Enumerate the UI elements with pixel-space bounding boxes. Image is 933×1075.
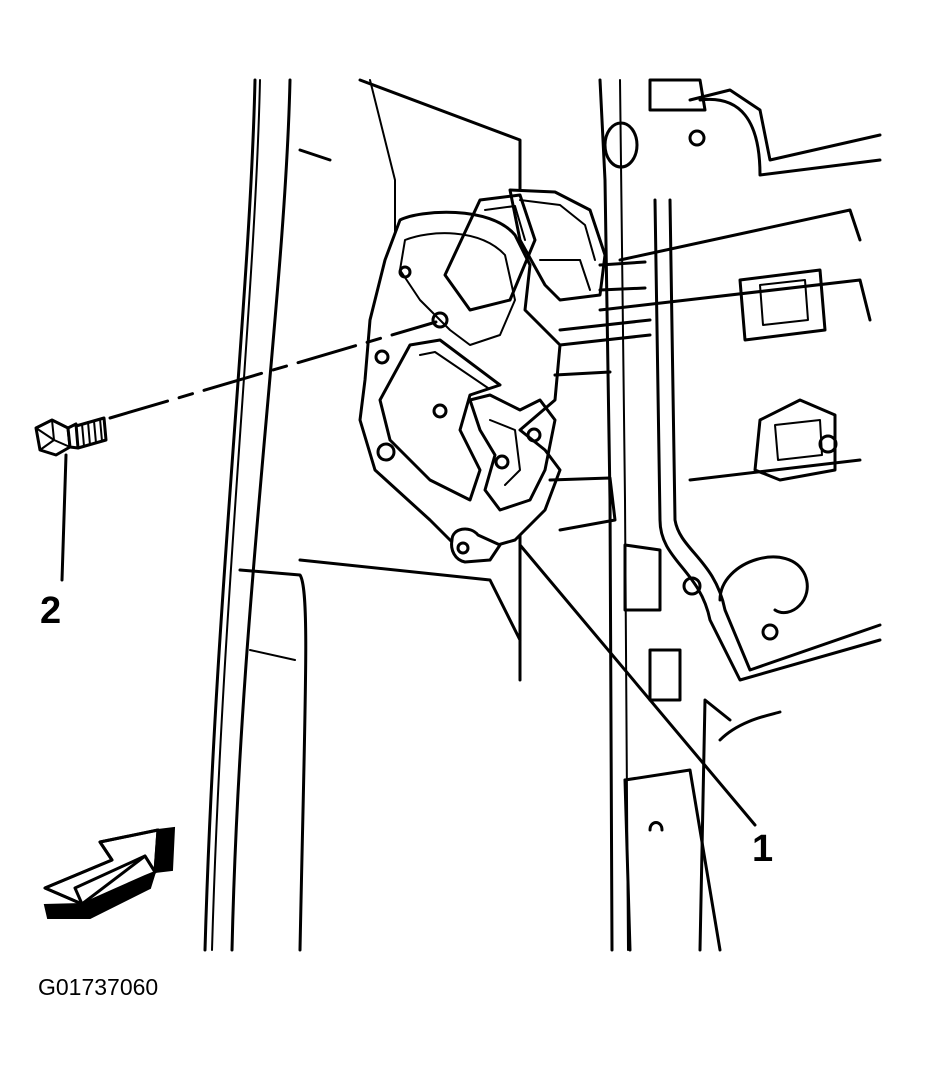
callout-2-leader — [60, 453, 68, 582]
callout-number-1: 1 — [752, 828, 774, 870]
callout-1-leader — [518, 543, 757, 827]
latch-bolt — [34, 416, 108, 457]
bolt-installation-path — [108, 320, 438, 420]
door-inner-panel — [598, 88, 882, 952]
door-latch-assembly — [358, 188, 652, 564]
figure-id-label: G01737060 — [38, 974, 159, 1000]
view-direction-arrow — [43, 826, 176, 919]
door-frame — [203, 78, 732, 952]
callout-number-2: 2 — [40, 590, 62, 632]
